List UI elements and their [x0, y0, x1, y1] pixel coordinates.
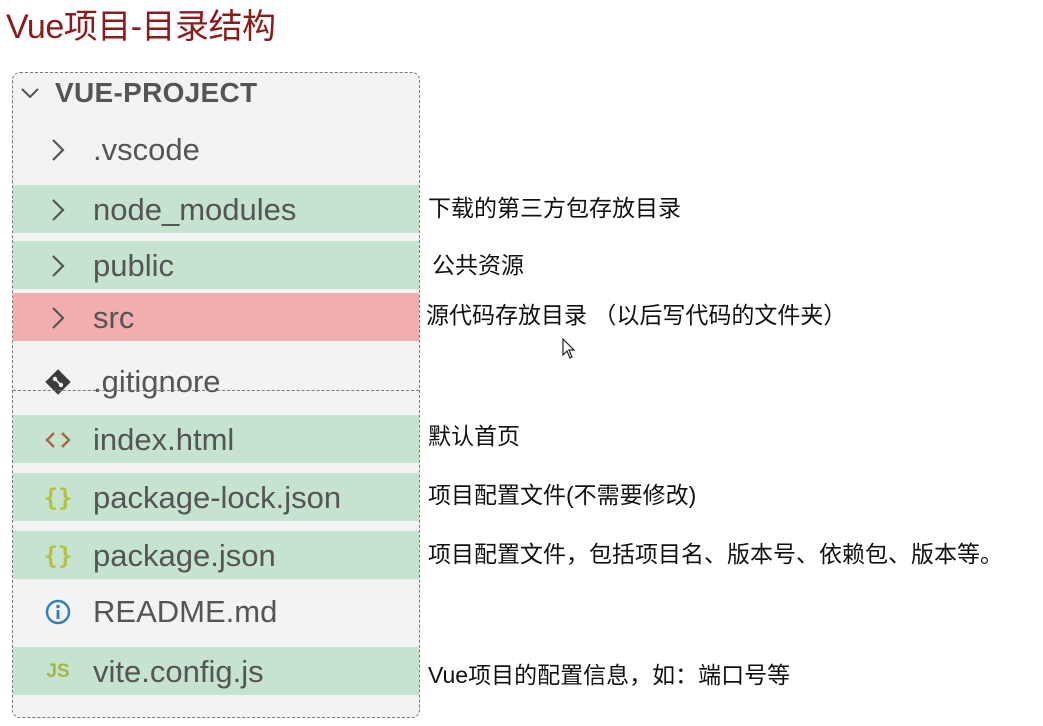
tree-item-package-lock-json[interactable]: {} package-lock.json: [13, 473, 419, 521]
chevron-right-icon: [43, 135, 73, 165]
json-icon: {}: [43, 484, 73, 512]
file-explorer-panel: VUE-PROJECT .vscode node_modules public …: [12, 72, 420, 718]
tree-item-label: .gitignore: [93, 364, 221, 399]
annotation-node-modules: 下载的第三方包存放目录: [428, 195, 681, 221]
chevron-down-icon: [21, 88, 39, 99]
chevron-right-icon: [43, 195, 73, 225]
git-icon: [43, 367, 73, 397]
tree-item-label: node_modules: [93, 192, 297, 227]
tree-item-label: .vscode: [93, 132, 200, 167]
annotation-index-html: 默认首页: [428, 423, 520, 449]
chevron-right-icon: [43, 303, 73, 333]
tree-item-public[interactable]: public: [13, 241, 419, 289]
js-icon: JS: [46, 661, 70, 682]
tree-item-readme-md[interactable]: README.md: [13, 587, 419, 635]
info-icon: [43, 597, 73, 627]
annotation-package-json: 项目配置文件，包括项目名、版本号、依赖包、版本等。: [428, 541, 1003, 567]
html-icon: [43, 425, 73, 455]
tree-item-gitignore[interactable]: .gitignore: [13, 357, 419, 405]
tree-item-label: index.html: [93, 422, 235, 457]
tree-item-label: package.json: [93, 538, 276, 573]
tree-item-package-json[interactable]: {} package.json: [13, 531, 419, 579]
annotation-vite-config-js: Vue项目的配置信息，如：端口号等: [428, 662, 791, 688]
tree-item-label: public: [93, 248, 174, 283]
tree-item-vscode[interactable]: .vscode: [13, 125, 419, 173]
mouse-cursor-icon: [562, 338, 576, 359]
tree-item-label: README.md: [93, 594, 278, 629]
json-icon: {}: [43, 542, 73, 570]
annotation-public: 公共资源: [432, 252, 524, 278]
tree-item-index-html[interactable]: index.html: [13, 415, 419, 463]
chevron-right-icon: [43, 251, 73, 281]
tree-item-node-modules[interactable]: node_modules: [13, 185, 419, 233]
tree-item-vite-config-js[interactable]: JS vite.config.js: [13, 647, 419, 695]
page-title: Vue项目-目录结构: [6, 8, 276, 46]
tree-item-label: vite.config.js: [93, 654, 264, 689]
annotation-src: 源代码存放目录 （以后写代码的文件夹）: [426, 302, 847, 328]
explorer-root-label: VUE-PROJECT: [55, 77, 258, 108]
tree-item-label: package-lock.json: [93, 480, 342, 515]
tree-item-src[interactable]: src: [13, 293, 419, 341]
section-divider: [13, 390, 419, 391]
tree-item-label: src: [93, 300, 135, 335]
explorer-root-header[interactable]: VUE-PROJECT: [13, 73, 419, 113]
annotation-package-lock-json: 项目配置文件(不需要修改): [428, 482, 697, 508]
